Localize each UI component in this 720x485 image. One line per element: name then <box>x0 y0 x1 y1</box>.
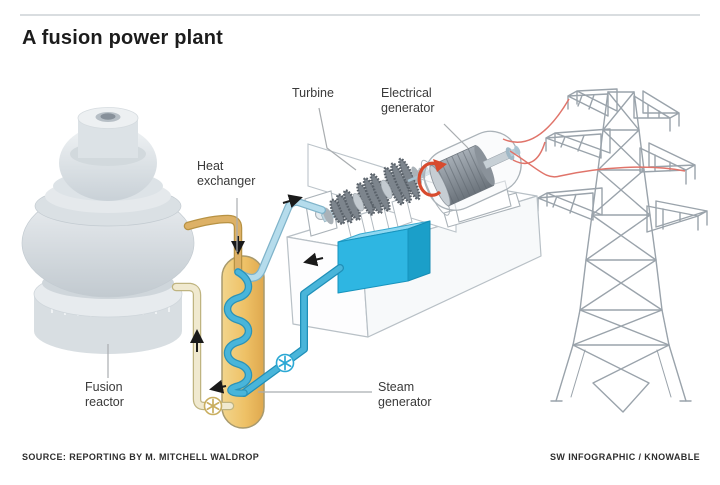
arrow-water-left <box>303 252 324 267</box>
top-rule <box>20 14 700 16</box>
flow-arrows <box>190 194 324 394</box>
source-credit: SOURCE: REPORTING BY M. MITCHELL WALDROP <box>22 452 260 462</box>
label-steam-generator: Steam generator <box>378 380 432 410</box>
tower-right-arms <box>633 90 708 233</box>
transmission-tower <box>537 88 708 413</box>
fusion-reactor <box>21 107 195 354</box>
page-title: A fusion power plant <box>22 27 224 49</box>
infographic-credit: SW INFOGRAPHIC / KNOWABLE <box>550 452 700 462</box>
label-turbine: Turbine <box>292 86 334 100</box>
rotation-arrow-icon <box>417 159 447 197</box>
label-heat-exchanger: Heat exchanger <box>197 159 256 189</box>
water-return-pipe <box>240 264 344 397</box>
hot-loop-supply-pipe <box>183 214 243 275</box>
tower-left-arms <box>537 88 618 221</box>
turbine-discs <box>329 157 421 225</box>
heat-exchanger-coil <box>223 268 253 397</box>
power-wires <box>502 98 686 178</box>
arrow-steam-right <box>282 194 303 208</box>
label-fusion-reactor: Fusion reactor <box>85 380 124 410</box>
water-pump-icon <box>275 353 295 373</box>
condenser-tank <box>337 220 431 294</box>
electrical-generator <box>420 130 522 216</box>
turbine-feet <box>345 196 413 242</box>
pointer-lines <box>107 107 469 393</box>
turbine <box>320 157 431 225</box>
hot-loop-pump-icon <box>203 396 223 416</box>
arrow-return-left <box>209 379 227 394</box>
label-electrical-generator: Electrical generator <box>381 86 435 116</box>
